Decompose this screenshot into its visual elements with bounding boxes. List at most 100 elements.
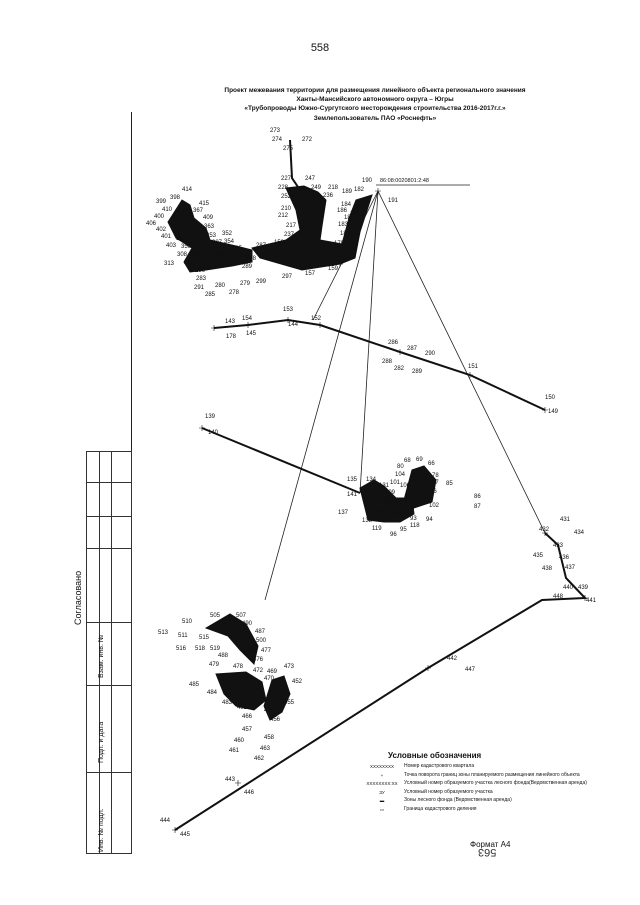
point-label: 290 [425, 351, 436, 357]
point-label: 78 [432, 473, 439, 479]
point-label: 241 [309, 196, 320, 202]
legend-row: ▭ Граница кадастрового деления [360, 806, 590, 813]
point-label: 249 [311, 185, 322, 191]
point-label: 228 [278, 185, 289, 191]
title-line: «Трубопроводы Южно-Сургутского месторожд… [244, 105, 506, 113]
legend-text: Условный номер образуемого участка [404, 788, 493, 795]
point-label: 406 [146, 221, 157, 227]
point-label: 218 [328, 185, 339, 191]
point-label: 289 [412, 369, 423, 375]
point-label: 101 [390, 480, 401, 486]
point-label: 66 [428, 461, 435, 467]
stamp-divider [111, 452, 112, 853]
point-label: 366 [176, 236, 187, 242]
point-label: 272 [302, 137, 313, 143]
point-label: 153 [283, 307, 294, 313]
point-label: 76 [430, 489, 437, 495]
point-label: 356 [181, 244, 192, 250]
point-label: 286 [388, 340, 399, 346]
point-label: 150 [545, 395, 556, 401]
stamp-divider [87, 772, 131, 773]
point-label: 131 [379, 483, 390, 489]
point-label: 444 [160, 818, 171, 824]
point-label: 313 [164, 261, 175, 267]
legend-symbol: ХХХХХХХХ:ХХ [366, 781, 398, 786]
point-label: 181 [350, 211, 361, 217]
point-label: 297 [282, 274, 293, 280]
page-number: 558 [310, 42, 330, 54]
title-line: Ханты-Мансийского автономного округа – Ю… [296, 96, 454, 104]
point-label: 305 [212, 252, 223, 258]
point-label: 510 [182, 619, 193, 625]
point-label: 274 [272, 137, 283, 143]
point-label: 515 [199, 635, 210, 641]
point-label: 485 [189, 682, 200, 688]
legend: Условные обозначения ХХХХХХХХ Номер када… [360, 752, 590, 814]
point-label: 478 [233, 664, 244, 670]
point-label: 447 [465, 667, 476, 673]
stamp-divider [99, 452, 100, 853]
point-label: 483 [222, 700, 233, 706]
point-label: 500 [256, 638, 267, 644]
point-label: 315 [232, 246, 243, 252]
stamp-divider [87, 516, 131, 517]
point-label: 283 [196, 276, 207, 282]
stamp-divider [87, 685, 131, 686]
point-label: 138 [362, 518, 373, 524]
point-label: 353 [206, 233, 217, 239]
point-label: 477 [261, 648, 272, 654]
point-label: 460 [234, 738, 245, 744]
point-label: 284 [184, 260, 195, 266]
title-block: Проект межевания территории для размещен… [140, 86, 610, 123]
legend-symbol: + [380, 772, 384, 778]
approval-stamp [86, 451, 132, 854]
legend-row: ХХХХХХХХ Номер кадастрового квартала [360, 763, 590, 770]
point-label: 443 [225, 777, 236, 783]
point-label: 141 [347, 492, 358, 498]
point-label: 279 [240, 281, 251, 287]
point-label: 487 [255, 629, 266, 635]
point-label: 118 [410, 523, 420, 529]
point-label: 488 [218, 653, 229, 659]
point-label: 469 [267, 669, 278, 675]
point-label: 480 [244, 676, 255, 682]
point-label: 299 [256, 279, 267, 285]
point-label: 518 [195, 646, 206, 652]
point-label: 280 [215, 283, 226, 289]
point-label: 135 [347, 477, 358, 483]
point-label: 69 [416, 457, 423, 463]
point-label: 459 [264, 708, 275, 714]
point-label: 461 [229, 748, 240, 754]
point-label: 463 [260, 746, 271, 752]
point-label: 95 [400, 527, 407, 533]
point-label: 414 [182, 187, 193, 193]
point-label: 437 [565, 565, 576, 571]
point-label: 144 [288, 322, 299, 328]
point-label: 134 [366, 477, 377, 483]
legend-text: Зоны лесного фонда (Ведомственная аренда… [404, 797, 512, 803]
point-label: 80 [397, 464, 404, 470]
legend-symbol: ▬ [379, 798, 385, 803]
point-label: 152 [311, 316, 322, 322]
point-label: 505 [210, 613, 221, 619]
point-label: 190 [362, 178, 373, 184]
legend-row: ▬ Зоны лесного фонда (Ведомственная арен… [360, 797, 590, 804]
point-label: 398 [170, 195, 181, 201]
format-label: Формат А4 [470, 840, 511, 849]
point-label: 462 [254, 756, 265, 762]
point-label: 87 [474, 504, 481, 510]
point-label: 436 [559, 555, 570, 561]
point-label: 227 [281, 176, 292, 182]
legend-text: Номер кадастрового квартала [404, 763, 475, 769]
point-label: 184 [341, 202, 352, 208]
point-label: 289 [242, 264, 253, 270]
point-label: 476 [253, 657, 264, 663]
point-label: 439 [578, 585, 589, 591]
point-label: 448 [553, 594, 564, 600]
point-label: 363 [204, 224, 215, 230]
point-label: 247 [305, 176, 316, 182]
point-label: 516 [176, 646, 187, 652]
point-label: 479 [209, 662, 220, 668]
point-label: 367 [193, 208, 204, 214]
